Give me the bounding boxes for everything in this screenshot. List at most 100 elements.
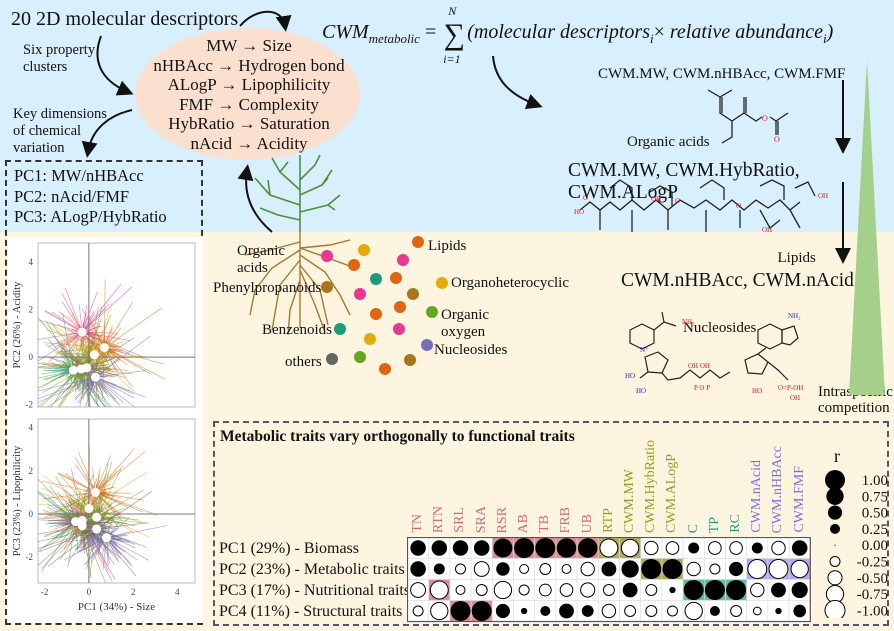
correlation-dot — [709, 563, 721, 575]
legend-value: -0.25 — [857, 555, 888, 571]
sample-spoke — [72, 525, 107, 539]
sample-spoke — [96, 490, 118, 518]
correlation-dot — [771, 540, 786, 556]
stage3-class-label: Nucleosides — [683, 320, 757, 336]
row-label: PC1 (29%) - Biomass — [219, 540, 359, 557]
sample-spoke — [78, 537, 107, 552]
formula-lhs-sub: metabolic — [368, 31, 420, 46]
class-centroid — [89, 350, 99, 360]
row-label: PC4 (11%) - Structural traits — [219, 603, 403, 620]
arrow-to-clusters — [96, 35, 134, 96]
column-label: RSR — [494, 506, 510, 533]
sample-spoke — [104, 347, 166, 380]
correlation-dot — [791, 581, 808, 599]
legend-dot — [829, 556, 841, 567]
x-tick-label: 0 — [87, 587, 92, 597]
sample-spoke — [74, 377, 96, 399]
y-axis-label: PC2 (26%) - Acidity — [12, 281, 23, 368]
sample-spoke — [106, 537, 150, 561]
sample-spoke — [75, 528, 97, 549]
sample-spoke — [95, 377, 116, 400]
correlation-dot — [791, 540, 808, 556]
correlation-dot — [475, 584, 488, 596]
sample-spoke — [96, 462, 109, 518]
root-label-organic-oxygen: Organic oxygen — [441, 307, 490, 340]
sample-spoke — [106, 537, 120, 563]
correlation-dot — [709, 606, 720, 616]
sample-spoke — [62, 313, 74, 371]
correlation-dot — [667, 605, 678, 617]
correlation-dot — [601, 561, 617, 577]
sample-spoke — [63, 351, 96, 378]
sample-spoke — [95, 492, 158, 516]
row-label: PC2 (23%) - Metabolic traits — [219, 561, 405, 578]
x-tick-label: 2 — [131, 587, 136, 597]
nucleoside-molecule: NH₂ NH₂ N⁺ HO HO OH OH P O P HO O=P-OH O… — [625, 311, 803, 402]
sample-spoke — [65, 348, 96, 378]
sample-spoke — [42, 487, 90, 509]
correlation-dot — [410, 582, 427, 598]
column-label: CWM.MW — [622, 468, 637, 533]
column-label: SRL — [452, 507, 468, 533]
legend-value: -0.75 — [857, 587, 888, 603]
sample-spoke — [95, 377, 136, 408]
correlation-dot — [684, 601, 703, 621]
correlation-dot — [726, 580, 747, 600]
correlation-dot — [410, 561, 426, 577]
correlation-dot — [559, 603, 574, 619]
y-tick-label: 0 — [29, 509, 34, 519]
legend-value: 0.75 — [862, 489, 888, 505]
svg-text:HO: HO — [625, 372, 635, 380]
sample-spoke — [95, 347, 111, 378]
sample-spoke — [79, 535, 107, 539]
correlation-dot — [518, 584, 530, 596]
sample-spoke — [67, 521, 76, 568]
sample-spoke — [96, 461, 113, 518]
svg-text:OH: OH — [790, 394, 800, 402]
stage1-class-label: Organic acids — [627, 134, 710, 150]
legend-dot — [827, 505, 843, 520]
column-label: RC — [728, 514, 743, 533]
root-label-others: others — [285, 354, 322, 370]
root-label-phenylpropanoids: Phenylpropanoids — [213, 280, 322, 296]
pc-summary: PC1: MW/nHBAcc PC2: nAcid/FMF PC3: ALogP… — [14, 166, 167, 228]
sum-upper: N — [448, 4, 457, 18]
sample-spoke — [50, 321, 87, 368]
correlation-dot — [665, 541, 680, 555]
legend-value: 0.50 — [862, 506, 888, 522]
y-axis-label: PC3 (23%) - Lipophilicity — [12, 445, 23, 556]
sample-spoke — [96, 489, 145, 518]
class-centroid — [68, 365, 78, 375]
correlation-dot — [473, 540, 490, 556]
svg-text:OH: OH — [818, 192, 828, 200]
correlation-dot — [686, 561, 701, 577]
column-label: RTN — [431, 505, 447, 533]
sample-spoke — [102, 537, 107, 570]
column-label: UB — [579, 513, 595, 533]
sample-spoke — [95, 492, 131, 494]
correlation-dot — [429, 580, 449, 600]
x-tick-label: 4 — [175, 587, 180, 597]
formula-term2: relative abundance — [664, 21, 823, 43]
arrow-tree-to-clusters — [237, 164, 273, 233]
column-label: TP — [706, 516, 722, 533]
trait-correlation-panel — [213, 421, 889, 626]
correlation-dot — [452, 540, 469, 556]
correlation-dot — [622, 582, 638, 598]
column-label: RTP — [600, 508, 616, 533]
correlation-dot — [602, 584, 615, 596]
arrow-formula-to-right — [492, 55, 543, 110]
competition-line: competition — [818, 400, 890, 416]
svg-text:O: O — [675, 197, 680, 205]
sample-spoke — [54, 337, 87, 369]
svg-text:O: O — [762, 114, 768, 123]
class-centroid — [90, 487, 100, 497]
correlation-dot — [601, 603, 617, 619]
correlation-dot — [645, 605, 658, 617]
sample-spoke — [41, 521, 76, 572]
svg-text:HO: HO — [752, 387, 762, 395]
sample-spoke — [37, 331, 83, 362]
pc-summary-item: PC3: ALogP/HybRatio — [14, 207, 167, 226]
